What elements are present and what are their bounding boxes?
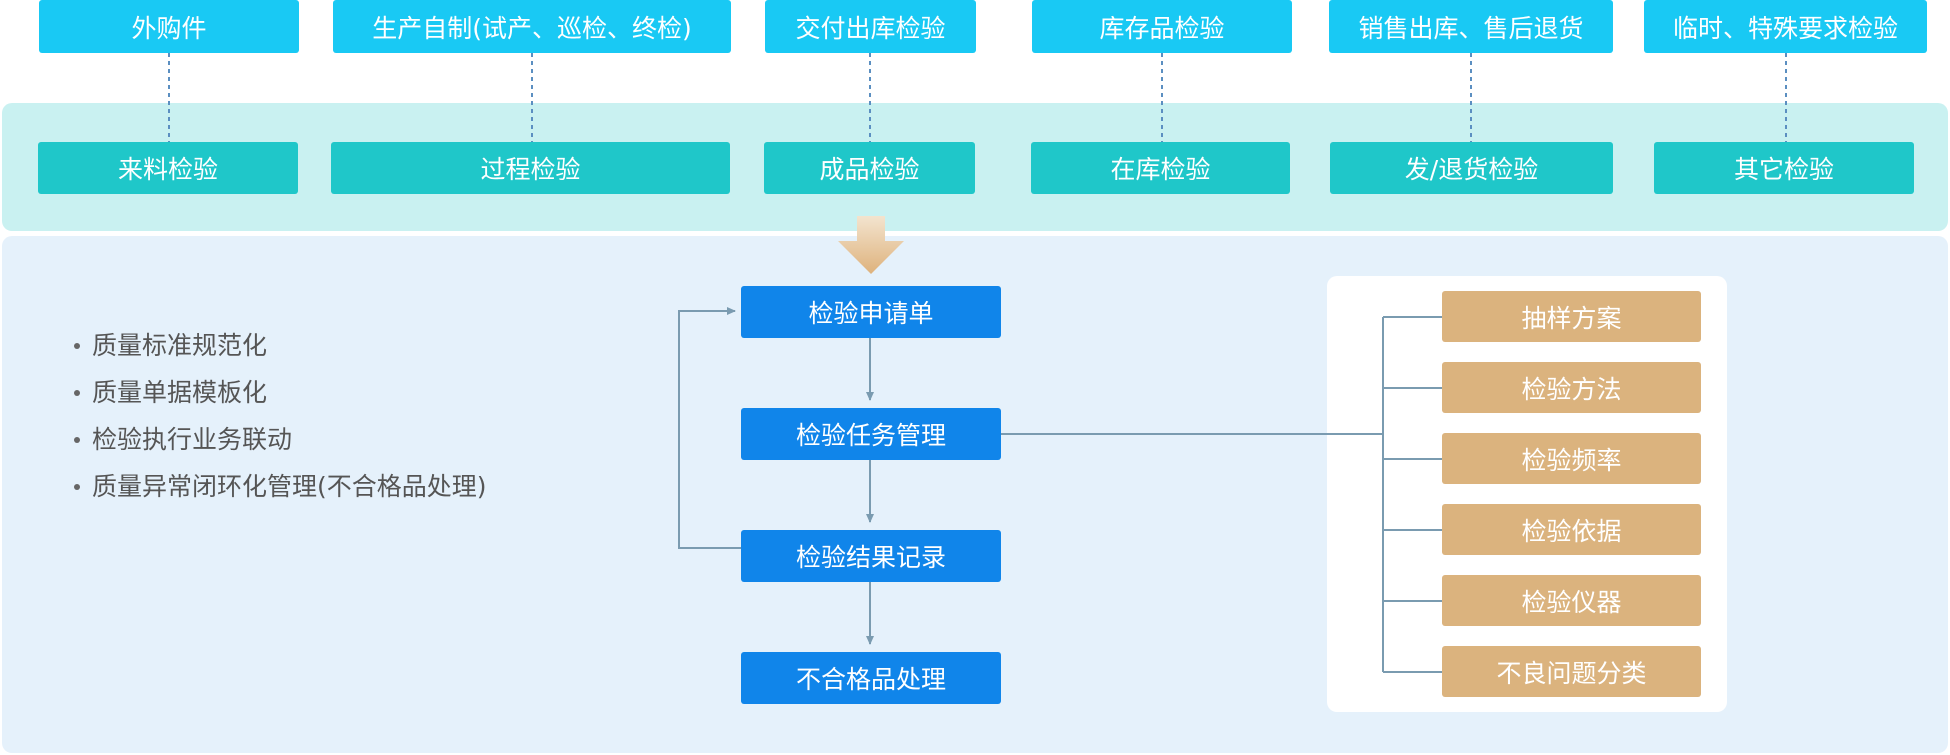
category-shipping-return-inspection: 发/退货检验 [1330,142,1613,194]
feature-item: 检验执行业务联动 [70,416,487,463]
source-box-sales-return: 销售出库、售后退货 [1329,0,1613,53]
feature-list: 质量标准规范化 质量单据模板化 检验执行业务联动 质量异常闭环化管理(不合格品处… [70,322,487,510]
feature-item: 质量标准规范化 [70,322,487,369]
feedback-loop-arrow [678,307,741,549]
category-process-inspection: 过程检验 [331,142,730,194]
category-stock-inspection: 在库检验 [1031,142,1290,194]
task-item-instrument: 检验仪器 [1442,575,1701,626]
feature-item: 质量单据模板化 [70,369,487,416]
inspection-category-band [2,103,1948,231]
category-other-inspection: 其它检验 [1654,142,1914,194]
category-incoming-inspection: 来料检验 [38,142,298,194]
task-items-card [1327,276,1727,712]
task-item-basis: 检验依据 [1442,504,1701,555]
flow-inspection-request: 检验申请单 [741,286,1001,338]
flow-result-record: 检验结果记录 [741,530,1001,582]
task-item-sampling-plan: 抽样方案 [1442,291,1701,342]
category-finished-inspection: 成品检验 [764,142,975,194]
feature-item: 质量异常闭环化管理(不合格品处理) [70,463,487,510]
source-box-inventory: 库存品检验 [1032,0,1292,53]
task-item-frequency: 检验频率 [1442,433,1701,484]
source-box-delivery: 交付出库检验 [765,0,976,53]
flow-task-management: 检验任务管理 [741,408,1001,460]
source-box-purchased: 外购件 [39,0,299,53]
task-item-defect-classification: 不良问题分类 [1442,646,1701,697]
source-box-special: 临时、特殊要求检验 [1644,0,1927,53]
down-arrow-icon [838,216,904,274]
flow-nonconforming-handling: 不合格品处理 [741,652,1001,704]
source-box-production: 生产自制(试产、巡检、终检) [333,0,731,53]
task-item-method: 检验方法 [1442,362,1701,413]
